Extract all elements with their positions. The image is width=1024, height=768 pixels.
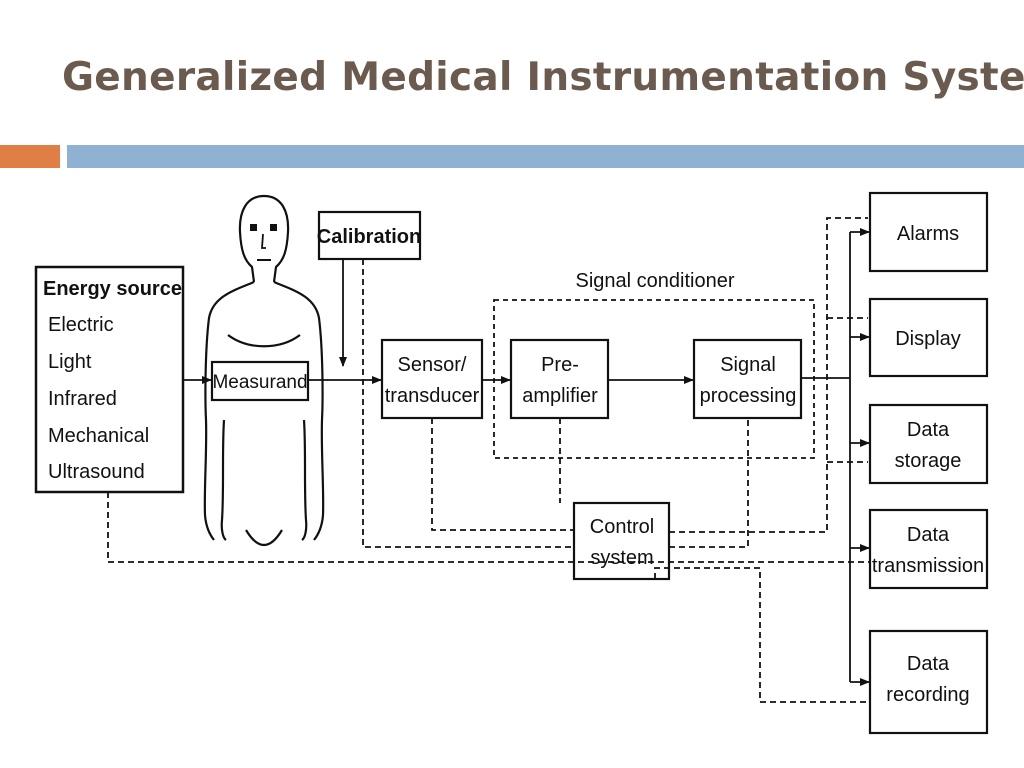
- preamplifier-label-line1: Pre-: [541, 354, 579, 376]
- calibration-label: Calibration: [317, 226, 421, 248]
- data-recording-label-line1: Data: [907, 653, 950, 675]
- energy-item: Mechanical: [48, 425, 149, 447]
- control-system-box: Control system: [572, 501, 671, 581]
- accent-bar-blue: [67, 145, 1024, 168]
- sensor-label-line1: Sensor/: [398, 354, 467, 376]
- alarms-label: Alarms: [897, 223, 959, 245]
- preamplifier-label-line2: amplifier: [522, 385, 598, 407]
- face-icon: [250, 224, 277, 261]
- alarms-box: Alarms: [868, 191, 989, 273]
- accent-bar-orange: [0, 145, 60, 168]
- signal-processing-box: Signal processing: [692, 338, 803, 420]
- energy-item: Light: [48, 351, 92, 373]
- data-storage-label-line2: storage: [895, 450, 962, 472]
- data-storage-box: Data storage: [868, 403, 989, 485]
- control-system-label-line1: Control: [590, 516, 654, 538]
- data-transmission-box: Data transmission: [868, 508, 989, 590]
- measurand-box: Measurand: [210, 360, 310, 402]
- signal-processing-label-line1: Signal: [720, 354, 776, 376]
- energy-item: Ultrasound: [48, 461, 145, 483]
- data-transmission-label-line1: Data: [907, 524, 950, 546]
- measurand-label: Measurand: [212, 372, 307, 393]
- signal-flow-arrows: [183, 228, 870, 686]
- energy-item: Electric: [48, 314, 114, 336]
- signal-conditioner-frame: [493, 299, 815, 459]
- signal-processing-label-line2: processing: [700, 385, 797, 407]
- display-label: Display: [895, 328, 961, 350]
- signal-conditioner-label: Signal conditioner: [576, 270, 735, 292]
- slide-title: Generalized Medical Instrumentation Syst…: [62, 55, 1024, 100]
- sensor-label-line2: transducer: [385, 385, 480, 407]
- data-transmission-label-line2: transmission: [872, 555, 984, 577]
- human-figure-icon: [203, 194, 325, 547]
- control-system-label-line2: system: [590, 547, 653, 569]
- data-storage-label-line1: Data: [907, 419, 950, 441]
- data-recording-label-line2: recording: [886, 684, 969, 706]
- data-recording-box: Data recording: [868, 629, 989, 735]
- sensor-transducer-box: Sensor/ transducer: [380, 338, 484, 420]
- energy-item: Infrared: [48, 388, 117, 410]
- energy-source-heading: Energy source: [43, 278, 182, 300]
- calibration-box: Calibration: [317, 210, 421, 261]
- energy-source-box: Energy source Electric Light Infrared Me…: [34, 265, 185, 494]
- display-box: Display: [868, 297, 989, 378]
- control-dashed-lines: [107, 217, 870, 703]
- preamplifier-box: Pre- amplifier: [509, 338, 610, 420]
